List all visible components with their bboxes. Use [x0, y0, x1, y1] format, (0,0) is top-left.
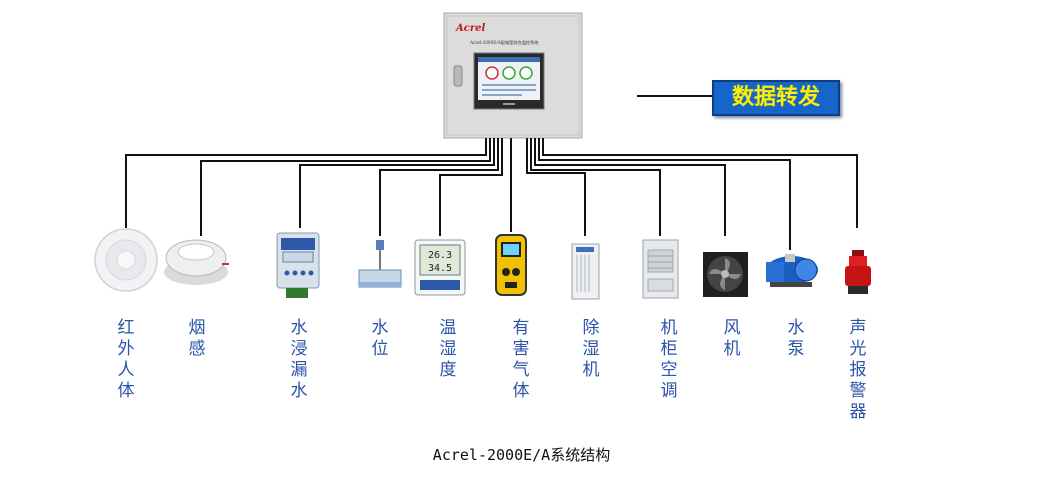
cabinet-handle	[453, 65, 463, 87]
gas-detector-image	[495, 234, 527, 296]
water-pump-image	[766, 254, 818, 287]
cabinet-brand-logo: Acrel	[455, 23, 485, 34]
data-forwarding-box: 数据转发	[712, 80, 840, 116]
device-label-dehumidifier: 除湿机	[582, 318, 600, 380]
screen-gauge-1	[485, 66, 499, 80]
screen-gauge-3	[519, 66, 533, 80]
temp-humidity-sensor-image: 26.3 34.5	[414, 239, 466, 296]
bus-wires	[125, 138, 858, 250]
device-label-water-level: 水位	[371, 318, 389, 359]
device-label-temp-humidity: 温湿度	[439, 318, 457, 380]
device-label-cabinet-ac: 机柜空调	[660, 318, 678, 401]
alarm-image	[845, 250, 871, 294]
humidity-display-value: 34.5	[428, 263, 452, 274]
touch-screen	[473, 52, 545, 110]
system-caption: Acrel-2000E/A系统结构	[432, 446, 611, 464]
water-level-sensor-image	[358, 240, 402, 288]
device-label-infrared: 红外人体	[117, 318, 135, 401]
device-label-fan: 风机	[723, 318, 741, 359]
infrared-sensor-image	[94, 228, 158, 292]
cabinet-model-text: Acrel-2000E/A配电室综合监控系统	[469, 39, 538, 46]
dehumidifier-image	[571, 243, 600, 300]
monitoring-cabinet: Acrel Acrel-2000E/A配电室综合监控系统	[443, 12, 583, 139]
smoke-detector-image	[164, 239, 229, 285]
screen-gauge-2	[502, 66, 516, 80]
device-label-smoke: 烟感	[188, 318, 206, 359]
device-label-water-pump: 水泵	[787, 318, 805, 359]
device-label-alarm: 声光报警器	[849, 318, 867, 422]
cabinet-ac-image	[642, 239, 679, 299]
water-leak-sensor-image	[276, 232, 320, 298]
temp-display-value: 26.3	[428, 250, 452, 261]
device-label-harmful-gas: 有害气体	[512, 318, 530, 401]
fan-image	[703, 252, 748, 297]
device-label-water-leak: 水浸漏水	[290, 318, 308, 401]
